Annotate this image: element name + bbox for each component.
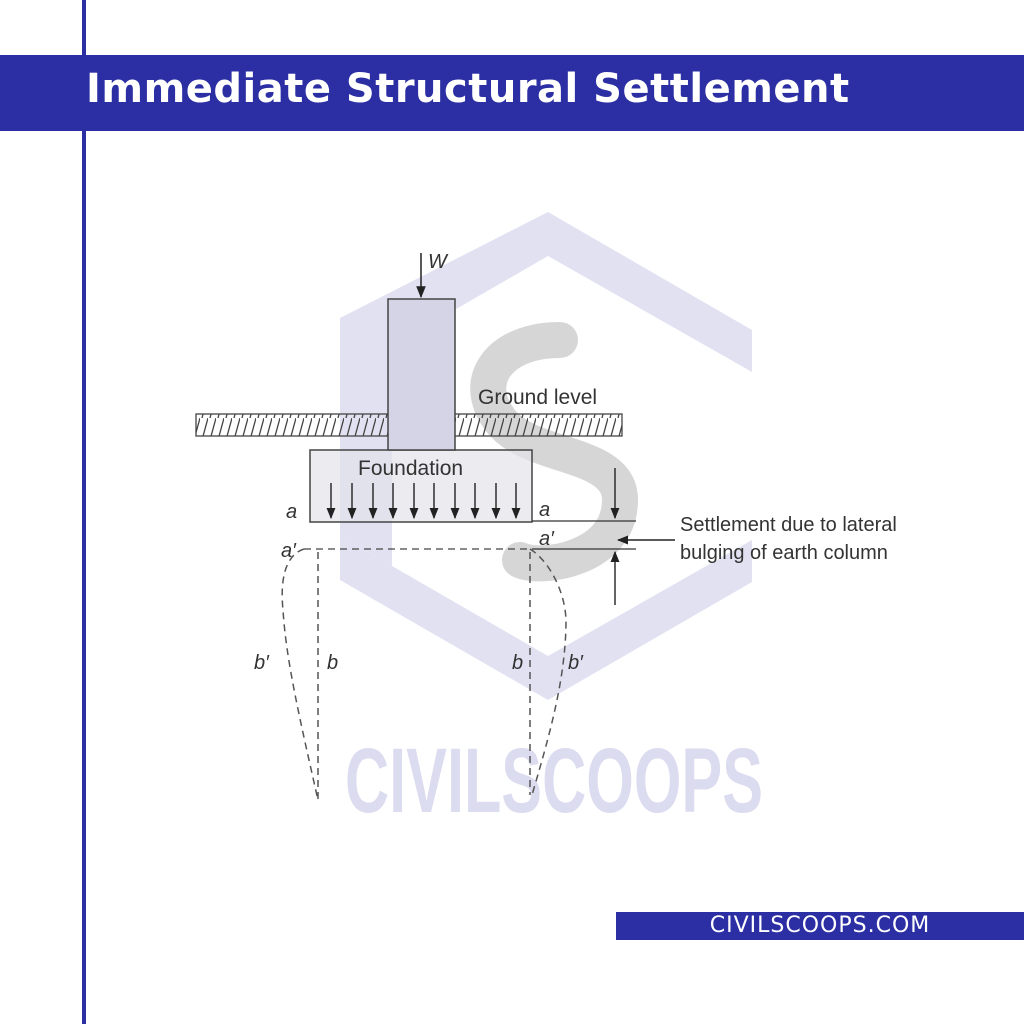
foundation-label: Foundation — [358, 457, 463, 480]
ground-level-label: Ground level — [478, 386, 597, 409]
title-banner — [0, 55, 1024, 131]
settlement-note-line1: Settlement due to lateral — [680, 514, 897, 536]
column — [387, 298, 456, 451]
load-label: W — [428, 251, 449, 273]
point-a-left: a — [286, 501, 297, 523]
left-accent-line — [82, 0, 86, 1024]
point-a-prime-right: a′ — [539, 528, 555, 550]
point-a-right: a — [539, 499, 550, 521]
point-a-prime-left: a′ — [281, 540, 297, 562]
pressure-arrows-icon — [326, 483, 521, 520]
point-b-left: b — [327, 652, 338, 674]
watermark-text: CIVILSCOOPS — [345, 730, 763, 832]
settlement-note-line2: bulging of earth column — [680, 542, 888, 564]
site-url: CIVILSCOOPS.COM — [709, 913, 931, 938]
point-b-right: b — [512, 652, 523, 674]
page-title: Immediate Structural Settlement — [86, 66, 850, 112]
site-badge — [616, 912, 1024, 940]
point-b-prime-left: b′ — [254, 652, 270, 674]
point-b-prime-right: b′ — [568, 652, 584, 674]
